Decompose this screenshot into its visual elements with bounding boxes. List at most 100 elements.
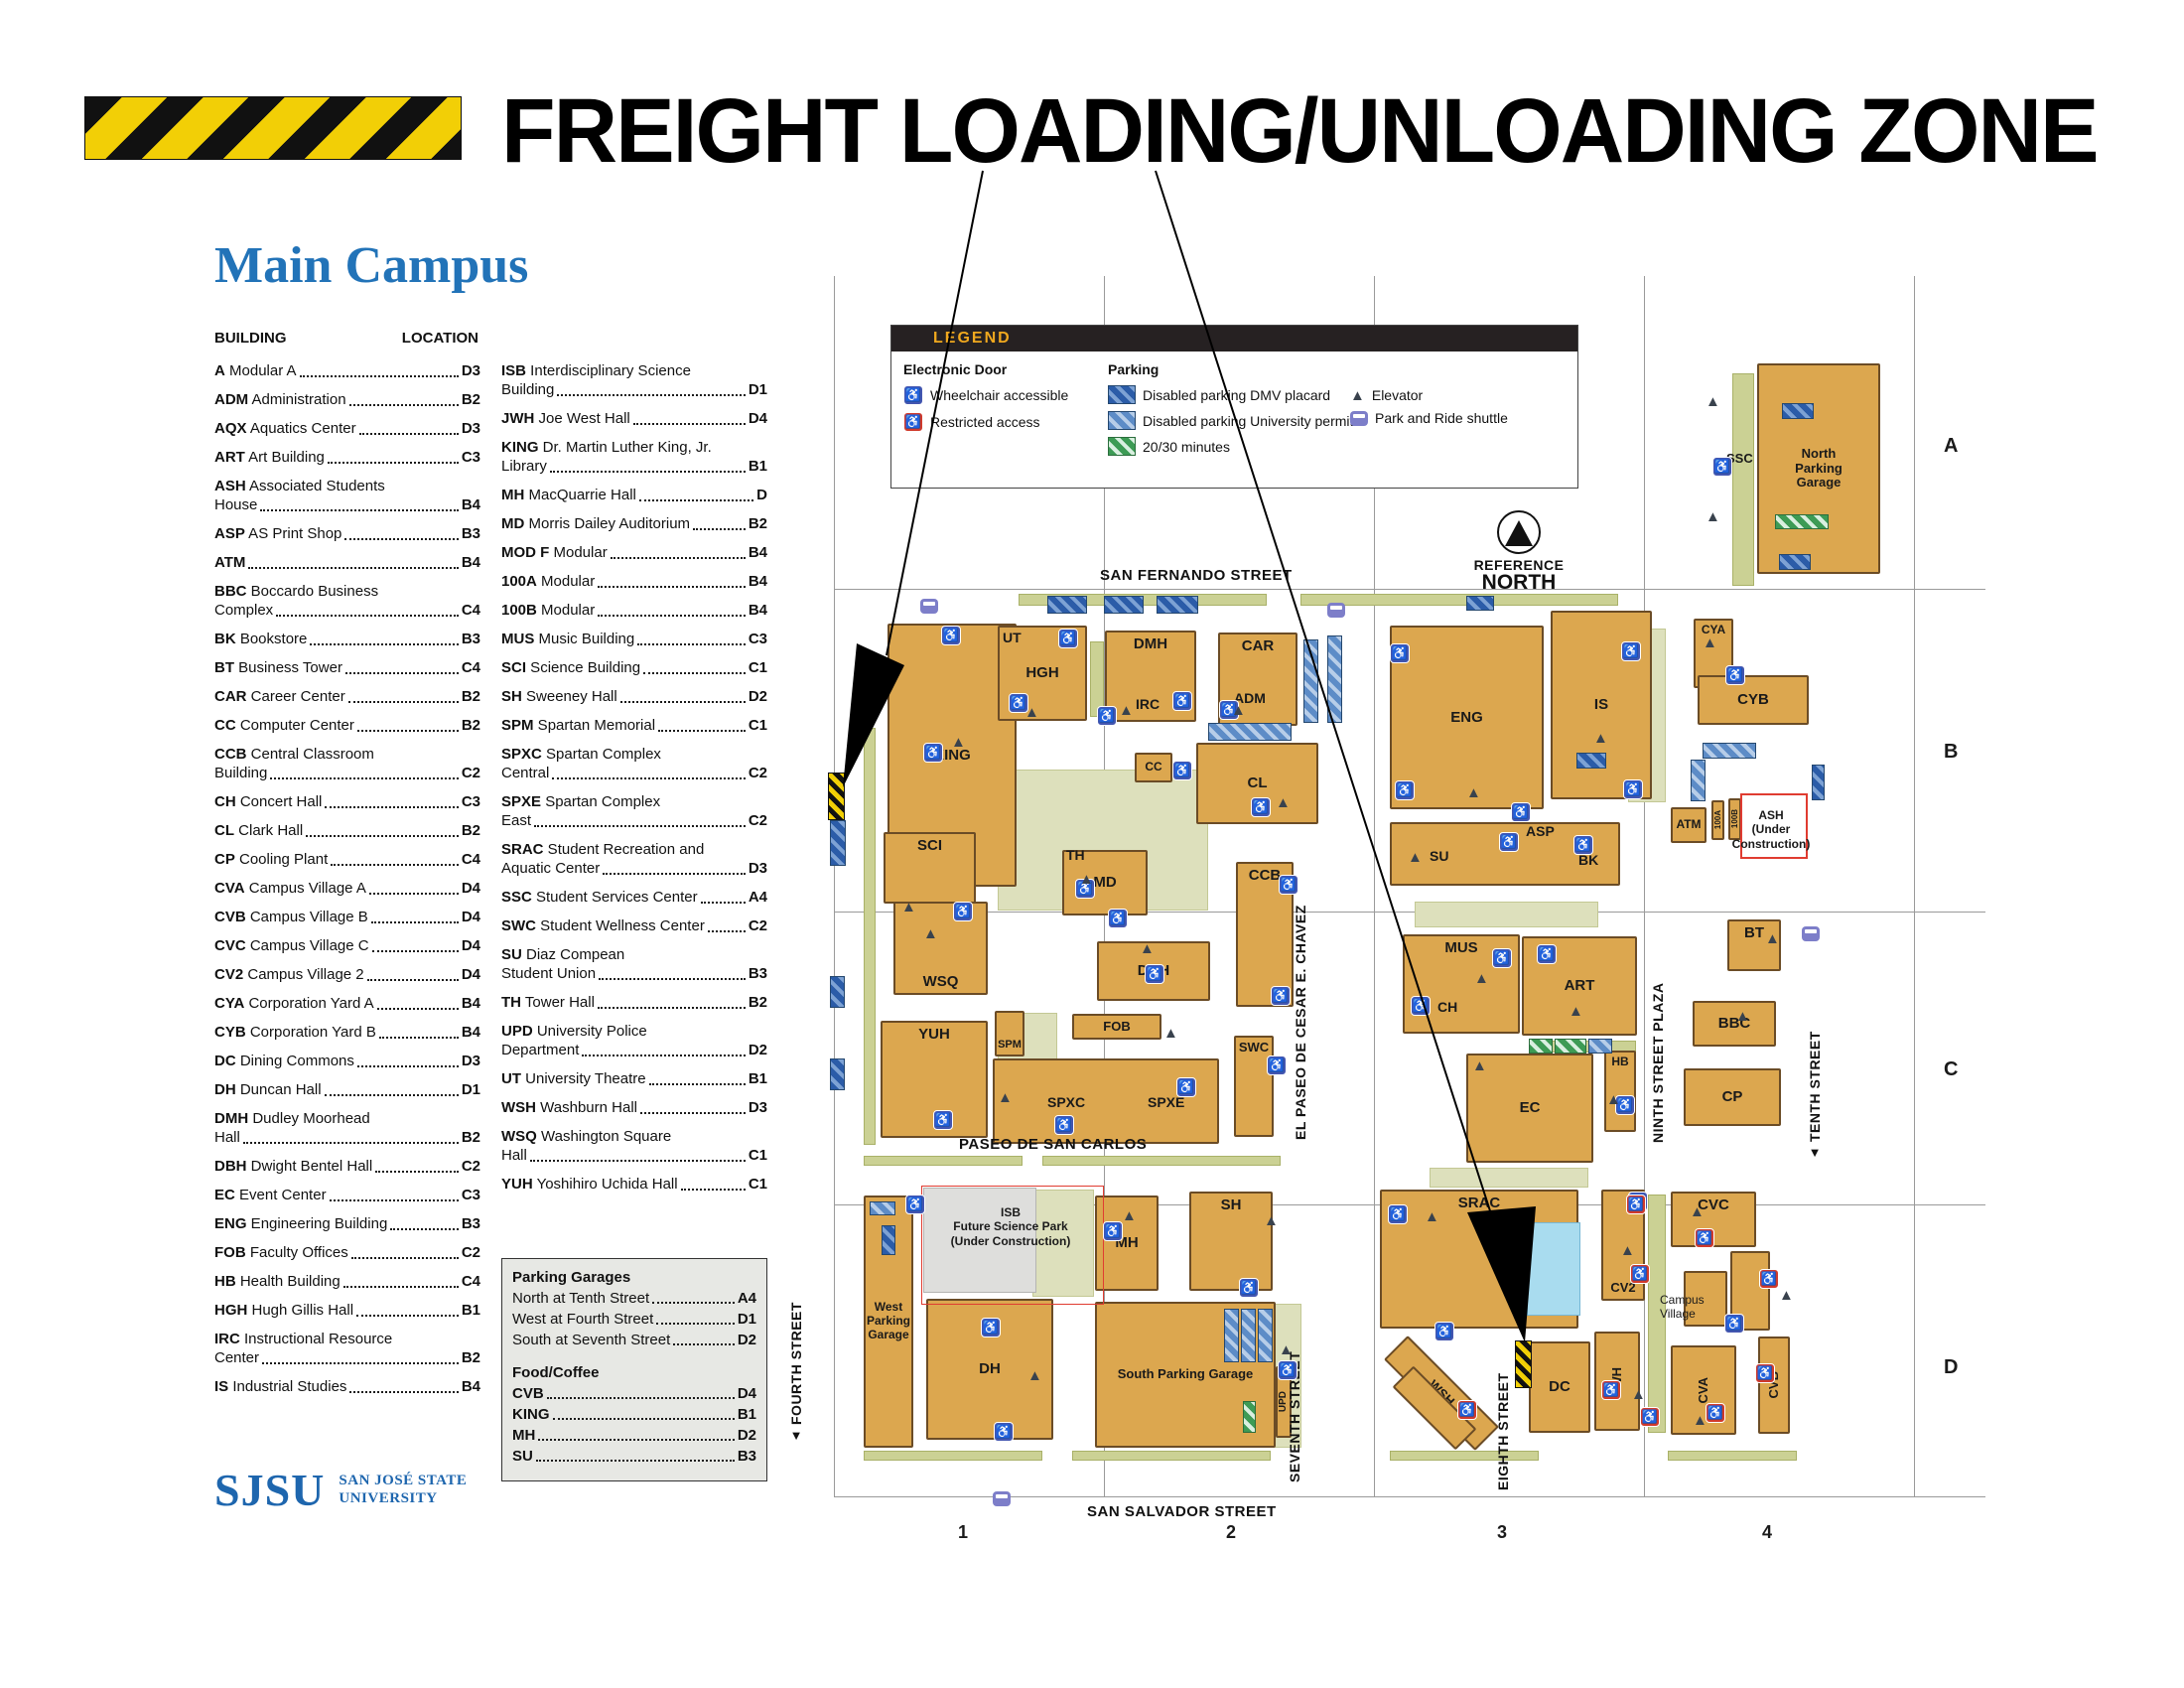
ash-under-construction-box [1740,793,1808,859]
directory-entry-line2: Hall [214,1129,240,1146]
map-building-label: SCI [916,837,942,854]
parking-strip-dmv [1782,403,1814,419]
elevator-icon: ▲ [1779,1287,1794,1304]
map-label: UT [1003,630,1022,645]
parking-strip-univ [1691,760,1706,801]
parking-strip-dmv [830,820,846,866]
directory-entry-location: B4 [461,496,480,513]
directory-entry-line1: BBC Boccardo Business [214,582,480,601]
wheelchair-accessible-icon: ♿ [994,1422,1014,1442]
map-building-label: ENG [1450,708,1483,726]
map-grid-line [1644,276,1645,1496]
directory-entry-text: HB Health Building [214,1273,341,1290]
map-building-label: HB [1611,1055,1629,1068]
elevator-icon: ▲ [1472,1057,1487,1074]
map-building-label: CYB [1737,691,1769,709]
legend-item-label: Wheelchair accessible [930,387,1069,403]
directory-entry-line1: SPXE Spartan Complex [501,792,767,811]
map-building: CVA [1671,1345,1736,1435]
dotted-leader [546,1397,735,1399]
dotted-leader [375,1171,459,1173]
map-grid-row-label: D [1944,1356,1959,1378]
parking-strip-univ [1258,1309,1273,1362]
map-building-label: HGH [1025,664,1059,682]
elevator-icon: ▲ [1765,930,1780,947]
dotted-leader [643,672,746,674]
directory-entry-location: D1 [748,381,767,398]
directory-entry-location: D4 [748,410,767,427]
map-lawn [1072,1451,1271,1461]
directory-entry-location: B2 [461,717,480,734]
elevator-icon: ▲ [1119,702,1134,719]
legend-item-label: Park and Ride shuttle [1375,410,1508,426]
directory-entry-location: D4 [461,880,480,897]
directory-entry-location: D4 [461,909,480,925]
directory-entry-line1: ASH Associated Students [214,477,480,495]
directory-entry-text: 100A Modular [501,573,596,590]
wheelchair-accessible-icon: ♿ [903,385,923,405]
wheelchair-accessible-icon: ♿ [1511,802,1531,822]
directory-entry-location: C2 [748,765,767,781]
dotted-leader [658,730,746,732]
directory-entry-text: DC Dining Commons [214,1053,354,1069]
parking-box-row-location: A4 [737,1290,756,1307]
restricted-access-icon: ♿ [1626,1195,1646,1214]
dotted-leader [693,528,746,530]
map-building: SCI [884,832,976,904]
dotted-leader [639,1112,746,1114]
wheelchair-accessible-icon: ♿ [1108,909,1128,928]
map-lawn [864,728,876,1145]
legend-item: ♿ Wheelchair accessible [903,385,1068,405]
food-coffee-title: Food/Coffee [512,1364,600,1381]
shuttle-bus-icon [993,1491,1011,1506]
hazard-stripe-icon [84,96,462,160]
directory-header: BUILDING LOCATION [214,330,478,347]
map-grid-col-label: 4 [1762,1522,1773,1542]
street-label-text: FOURTH STREET [788,1302,804,1425]
dotted-leader [327,462,459,464]
map-building-label: CV2 [1610,1280,1636,1296]
directory-entry-text: ATM [214,554,246,571]
map-lawn [1042,1156,1281,1166]
map-building [993,1058,1219,1144]
directory-entry-line1: IRC Instructional Resource [214,1330,480,1348]
dotted-leader [310,643,459,645]
directory-entry-text: CVB Campus Village B [214,909,368,925]
dotted-leader [349,1391,459,1393]
parking-strip-univ [1703,743,1756,759]
parking-strip-univ [1224,1309,1239,1362]
map-grid-col-label: 3 [1497,1522,1508,1542]
directory-entry-text: ASP AS Print Shop [214,525,342,542]
directory-entry-location: A4 [748,889,767,906]
directory-entry-text: IRC Instructional Resource [214,1331,393,1347]
map-grid-line [834,1496,1985,1497]
parking-swatch-g-icon [1108,437,1136,456]
directory-entry-line1: KING Dr. Martin Luther King, Jr. [501,438,767,457]
map-label: ASH (Under Construction) [1731,808,1811,851]
parking-box-row-location: D2 [737,1427,756,1444]
north-arrow-icon [1497,510,1541,554]
map-building-label: CC [1145,760,1162,774]
wheelchair-accessible-icon: ♿ [1388,1204,1408,1224]
